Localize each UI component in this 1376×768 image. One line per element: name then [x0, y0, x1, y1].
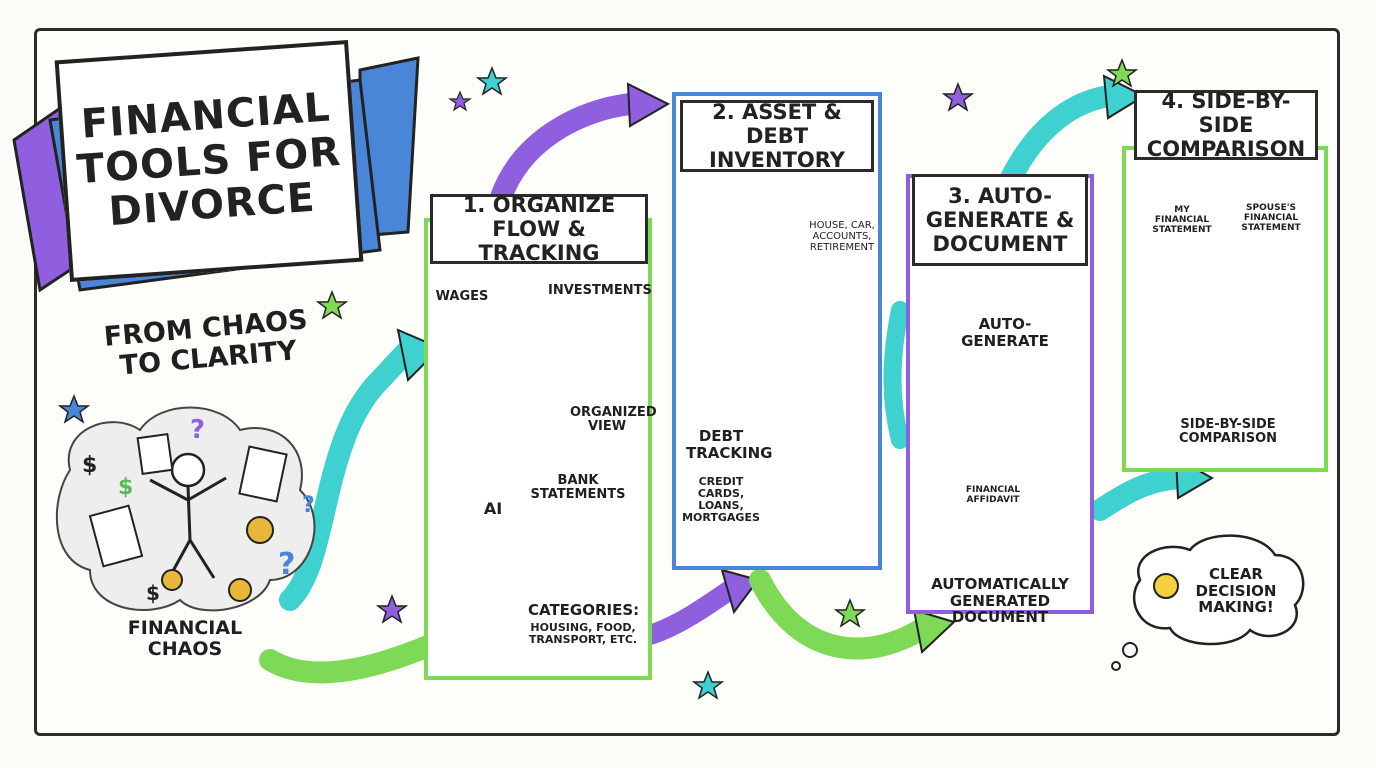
step3-heading: 3. AUTO-GENERATE & DOCUMENT: [912, 174, 1088, 266]
coin-icon: [161, 569, 183, 591]
step2-heading: 2. ASSET & DEBT INVENTORY: [680, 100, 874, 172]
svg-text:$: $: [146, 581, 160, 605]
coin-icon: [246, 516, 274, 544]
lightbulb-icon: [1153, 573, 1179, 599]
comparison-caption: SIDE-BY-SIDE COMPARISON: [1178, 417, 1278, 447]
financial-affidavit-label: FINANCIAL AFFIDAVIT: [965, 485, 1021, 505]
svg-text:?: ?: [278, 547, 295, 582]
financial-chaos-label: FINANCIAL CHAOS: [127, 617, 243, 660]
outcome-label: CLEAR DECISION MAKING!: [1195, 565, 1277, 616]
categories-list: HOUSING, FOOD, TRANSPORT, ETC.: [528, 621, 638, 647]
assets-list: HOUSE, CAR, ACCOUNTS, RETIREMENT: [809, 220, 875, 253]
paper-icon: [238, 445, 288, 503]
stressed-person-icon: [170, 452, 206, 488]
svg-text:$: $: [118, 475, 133, 500]
step1-panel: [424, 218, 652, 680]
categories-label: CATEGORIES:: [528, 601, 640, 619]
my-statement-label: MY FINANCIAL STATEMENT: [1152, 205, 1212, 235]
wages-label: WAGES: [435, 289, 489, 304]
svg-text:?: ?: [302, 493, 315, 518]
paper-icon: [136, 432, 174, 476]
bank-statements-label: BANK STATEMENTS: [530, 473, 626, 503]
ai-label: AI: [483, 499, 503, 518]
investments-label: INVESTMENTS: [548, 283, 652, 298]
debt-tracking-label: DEBT TRACKING: [686, 427, 773, 462]
outcome-bubble: [1111, 534, 1305, 671]
step4-heading: 4. SIDE-BY-SIDE COMPARISON: [1134, 89, 1318, 161]
decorative-stars: [57, 57, 1139, 700]
svg-text:$: $: [82, 453, 97, 478]
spouse-statement-label: SPOUSE'S FINANCIAL STATEMENT: [1241, 203, 1301, 233]
step1-heading: 1. ORGANIZE FLOW & TRACKING: [430, 193, 648, 265]
paper-icon: [88, 504, 144, 568]
step4-panel: [1122, 146, 1328, 472]
generated-document-caption: AUTOMATICALLY GENERATED DOCUMENT: [931, 575, 1069, 626]
auto-generate-cloud-label: AUTO-GENERATE: [961, 315, 1049, 350]
organized-view-label: ORGANIZED VIEW: [570, 405, 657, 435]
debt-list: CREDIT CARDS, LOANS, MORTGAGES: [682, 475, 760, 525]
chaos-cloud: $ $ $ ? ? ?: [55, 406, 316, 612]
page-title: FINANCIAL TOOLS FOR DIVORCE: [54, 40, 364, 282]
coin-icon: [228, 578, 252, 602]
svg-text:?: ?: [190, 415, 205, 445]
